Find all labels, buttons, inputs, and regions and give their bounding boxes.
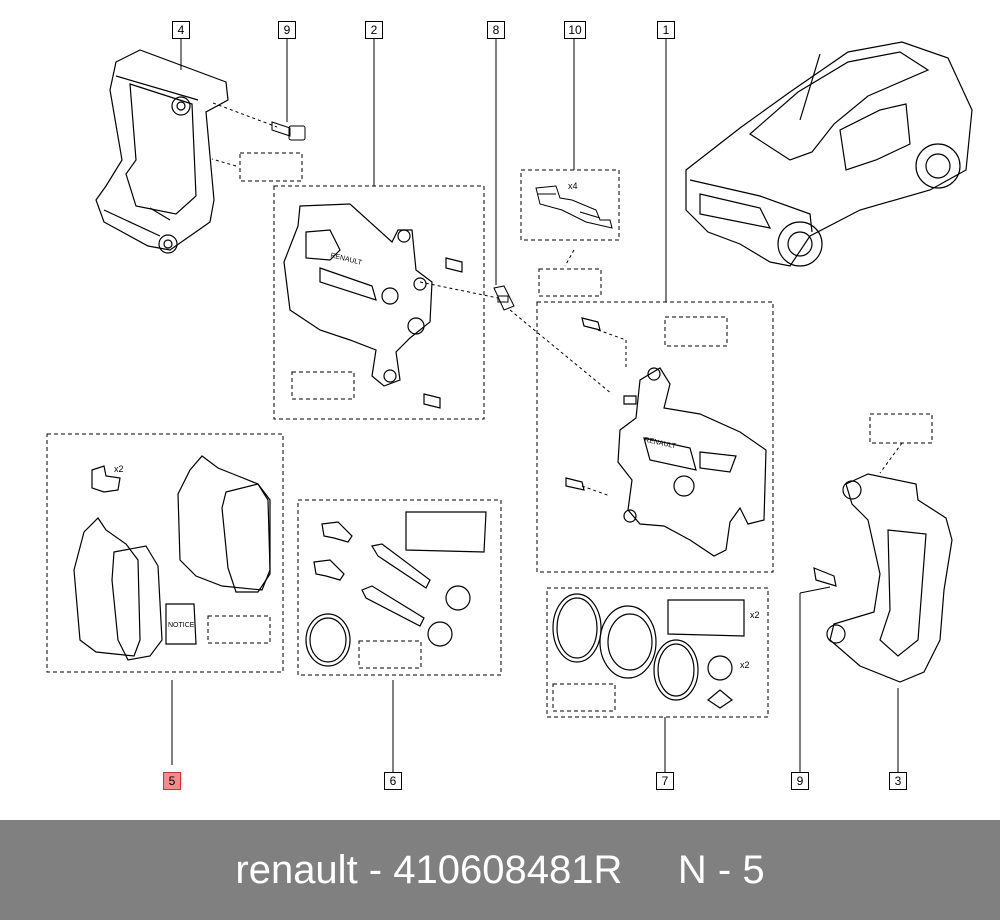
callout-5-highlighted[interactable]: 5 — [163, 772, 181, 790]
seal-kit-part-7 — [552, 593, 745, 709]
caliper-part-1 — [565, 317, 767, 557]
box-part-5 — [46, 433, 284, 673]
bleeder-part-8 — [493, 285, 515, 311]
qty-seal: x2 — [750, 610, 760, 620]
box-part-6 — [297, 499, 502, 676]
footer-separator: - — [357, 847, 394, 892]
guide-kit-part-6 — [305, 511, 487, 667]
brake-parts-diagram — [46, 38, 973, 773]
callout-7: 7 — [656, 772, 674, 790]
caliper-part-2 — [283, 203, 463, 409]
carrier-part-4 — [95, 49, 229, 254]
vehicle-illustration — [685, 41, 973, 267]
footer-position: N - 5 — [677, 847, 765, 892]
qty-boot: x2 — [740, 660, 750, 670]
callout-6: 6 — [384, 772, 402, 790]
callout-9-bottom: 9 — [791, 772, 809, 790]
callout-9-top: 9 — [278, 21, 296, 39]
leader-lines — [171, 38, 899, 773]
callout-2: 2 — [365, 21, 383, 39]
callout-1: 1 — [657, 21, 675, 39]
clips-part-10 — [535, 185, 613, 229]
notice-booklet-label: NOTICE — [168, 622, 195, 629]
footer-brand: renault — [235, 847, 358, 892]
group-boxes — [46, 152, 933, 718]
brake-pads-part-5 — [73, 455, 271, 661]
footer-bar: renault - 410608481R N - 5 — [0, 820, 1000, 920]
box-part-10 — [520, 169, 620, 241]
footer-part-number: 410608481R — [393, 847, 623, 892]
carrier-part-3 — [813, 473, 953, 683]
qty-clips: x4 — [568, 181, 578, 191]
callout-8: 8 — [487, 21, 505, 39]
box-part-1 — [536, 301, 774, 573]
box-part-2 — [273, 185, 485, 420]
bolt-part-9-top — [271, 121, 306, 141]
callout-3: 3 — [889, 772, 907, 790]
callout-10: 10 — [564, 21, 586, 39]
qty-bolt-pads: x2 — [114, 464, 124, 474]
callout-4: 4 — [172, 21, 190, 39]
assembly-lines — [211, 102, 903, 497]
footer-gap — [622, 848, 678, 893]
